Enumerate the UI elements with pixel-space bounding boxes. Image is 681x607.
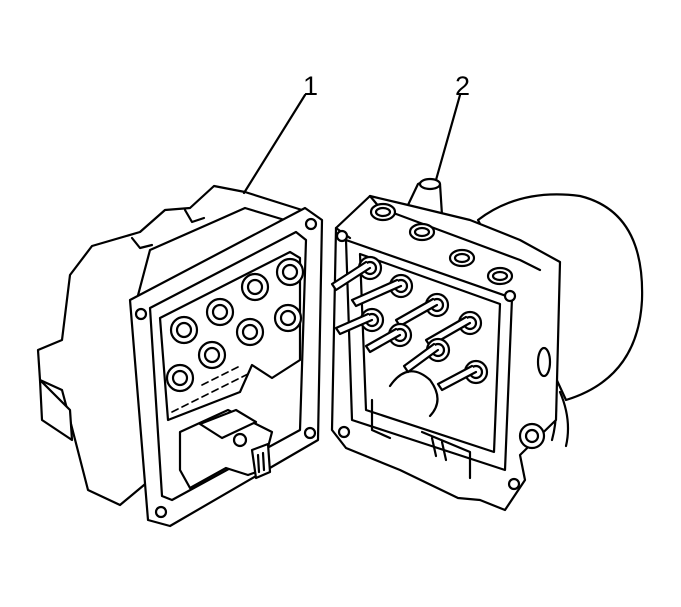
- callout-label-1: 1: [303, 71, 319, 101]
- mounting-hole: [306, 219, 316, 229]
- mounting-hole: [509, 479, 519, 489]
- control-module: [38, 186, 322, 526]
- module-housing: [38, 186, 302, 505]
- leader-line-1: [244, 95, 305, 193]
- leader-line-2: [436, 95, 460, 180]
- mounting-hole: [337, 231, 347, 241]
- mounting-hole: [339, 427, 349, 437]
- mounting-hole: [305, 428, 315, 438]
- valve-stems: [332, 257, 487, 390]
- hydraulic-modulator: [332, 179, 642, 510]
- solenoid-coils: [167, 259, 303, 391]
- mounting-hole: [505, 291, 515, 301]
- valve-mating-face: [346, 240, 512, 470]
- connector-pins: [172, 374, 248, 412]
- brake-line-ports: [371, 204, 512, 284]
- mounting-hole: [156, 507, 166, 517]
- mounting-hole: [136, 309, 146, 319]
- callout-label-2: 2: [455, 71, 471, 101]
